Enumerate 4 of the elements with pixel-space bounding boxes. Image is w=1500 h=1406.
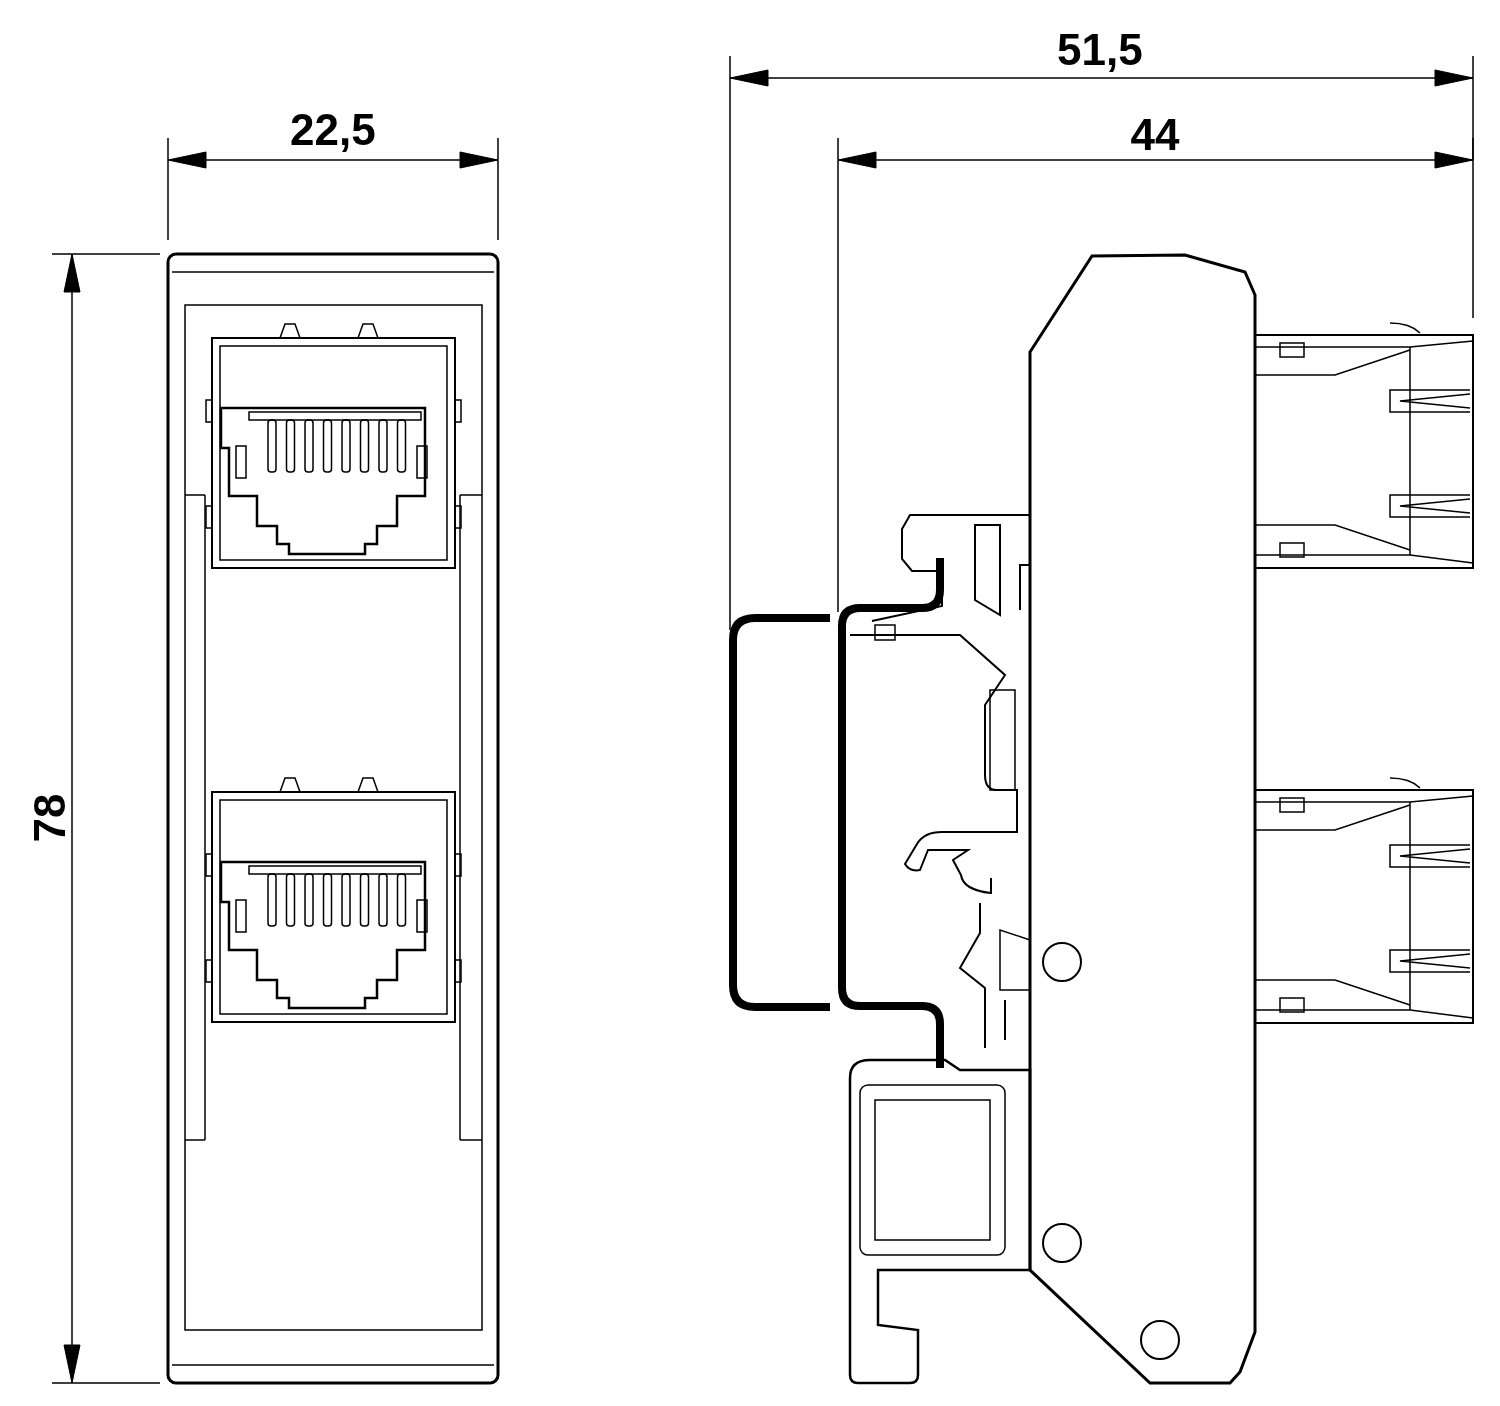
dimension-label: 78 bbox=[28, 793, 72, 843]
dimension-label: 51,5 bbox=[1057, 28, 1143, 72]
dimension-label: 44 bbox=[1130, 113, 1180, 157]
dimension-label: 22,5 bbox=[290, 108, 376, 152]
